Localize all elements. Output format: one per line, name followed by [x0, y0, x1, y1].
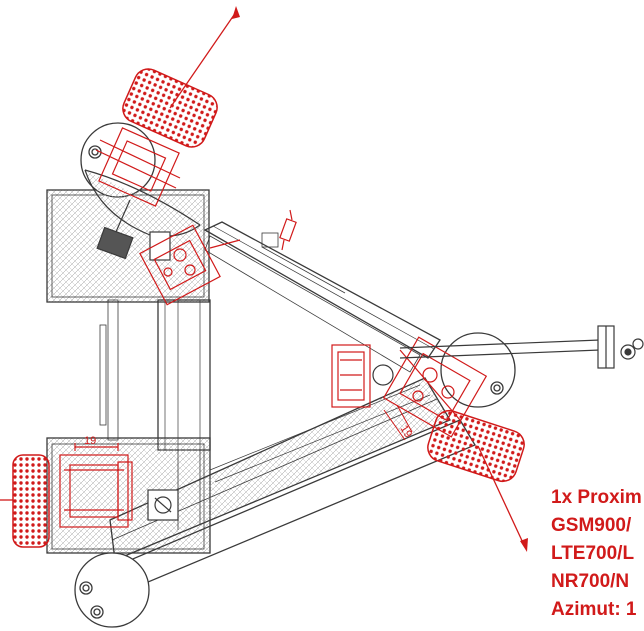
annotation-line-1: 1x Proxim [551, 487, 642, 508]
antenna-sector-right: 19 [331, 336, 528, 552]
dimension-top-left-bracket: 19 [84, 435, 96, 447]
antenna-panel-left [12, 454, 50, 548]
boom-arm-right [399, 325, 644, 369]
antenna-sector-left: 19 [0, 435, 179, 548]
antenna-annotation: 1x Proxim GSM900/ LTE700/L NR700/N Azimu… [551, 484, 644, 624]
rru-unit-right-a [331, 344, 371, 408]
antenna-sector-top [95, 6, 241, 306]
annotation-line-3: LTE700/L [551, 543, 635, 564]
corner-legs [74, 122, 516, 628]
left-vertical-tube [157, 299, 211, 451]
antenna-panel-right [427, 409, 525, 483]
rru-unit-left [59, 454, 129, 528]
rail-fixture [279, 209, 297, 251]
azimuth-arrow-top [169, 11, 237, 109]
dimension-right: 19 [397, 423, 414, 440]
lower-diagonal-member [109, 377, 451, 561]
annotation-line-5: Azimut: 1 [551, 599, 637, 620]
azimuth-arrow-right [477, 445, 525, 546]
annotation-line-4: NR700/N [551, 571, 630, 592]
upper-diagonal-member [203, 221, 441, 359]
microwave-dish-top [84, 169, 201, 261]
annotation-line-2: GSM900/ [551, 515, 632, 536]
